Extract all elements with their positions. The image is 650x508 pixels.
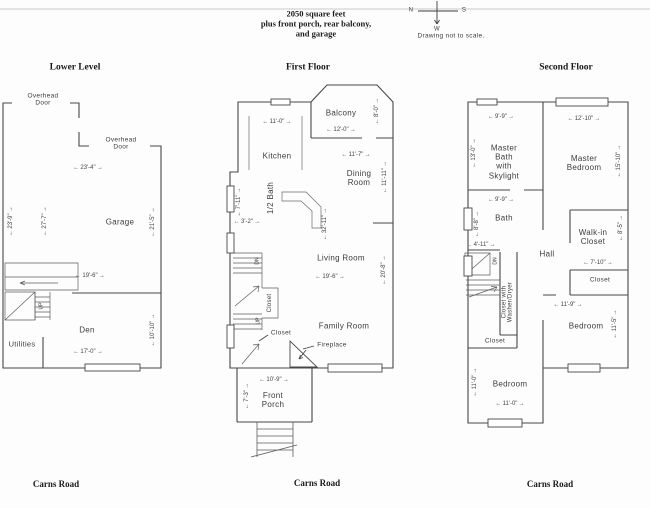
- window-symbol: [226, 232, 235, 254]
- window-symbol: [567, 363, 601, 373]
- first-floor-walls: [229, 84, 394, 423]
- dim-11-0-vert: 11'-0": [472, 367, 478, 396]
- dim-10-9: 10'-9": [259, 377, 289, 383]
- porch-steps: [250, 422, 298, 458]
- carns-road-label-second: Carns Road: [526, 478, 574, 489]
- utilities-label: Utilities: [8, 339, 36, 349]
- front-porch-label: Front Porch: [261, 390, 285, 409]
- dim-32-11: 32'-11": [322, 208, 328, 241]
- lower-level-walls: [2, 102, 162, 369]
- dim-3-2: 3'-2": [234, 219, 260, 225]
- dim-4-11: 4'-11": [466, 242, 495, 248]
- dim-7-11: 7'-11": [236, 187, 242, 216]
- half-bath-label: 1/2 Bath: [265, 181, 275, 215]
- closet-under-label: Closet: [270, 329, 292, 337]
- dn-label-second: DN: [492, 257, 499, 265]
- dim-11-0-kitchen: 11'-0": [262, 119, 291, 125]
- dim-11-7: 11'-7": [341, 152, 370, 158]
- up-label-lower: UP: [38, 302, 45, 310]
- second-floor-stairs: [464, 252, 500, 298]
- window-symbol: [555, 97, 609, 107]
- bedroom-left-label: Bedroom: [492, 379, 528, 389]
- compass-icon: [418, 1, 458, 25]
- lower-level-title: Lower Level: [49, 62, 101, 73]
- window-symbol: [476, 98, 498, 106]
- compass-north-label: N: [408, 7, 414, 14]
- dim-11-0-horiz: 11'-0": [495, 401, 524, 407]
- dim-12-10: 12'-10": [567, 116, 600, 122]
- dim-10-10: 10'-10": [150, 313, 156, 346]
- garage-label: Garage: [105, 217, 135, 227]
- dim-19-6-lower: 19'-6": [75, 273, 105, 279]
- walk-in-closet-label: Walk-in Closet: [578, 227, 608, 246]
- kitchen-label: Kitchen: [262, 151, 292, 161]
- dim-8-0: 8'-0": [374, 98, 380, 124]
- scale-note: Drawing not to scale.: [417, 32, 485, 40]
- kitchen-counter-lines: [248, 116, 322, 229]
- dim-11-9: 11'-9": [553, 302, 582, 308]
- fireplace-triangle: [258, 334, 319, 368]
- second-floor-walls: [467, 101, 629, 424]
- dim-12-0: 12'-0": [326, 127, 356, 133]
- window-symbol: [487, 418, 523, 428]
- dim-8-8: 8'-8": [474, 211, 480, 237]
- master-bath-label: Master Bath with Skylight: [488, 143, 520, 181]
- overhead-door-label-1: Overhead Door: [27, 92, 59, 107]
- dim-11-11: 11'-11": [382, 161, 388, 193]
- dining-room-label: Dining Room: [346, 168, 372, 187]
- window-symbol: [463, 207, 473, 231]
- dim-8-5: 8'-5": [618, 215, 624, 241]
- fireplace-label: Fireplace: [317, 341, 347, 349]
- master-bedroom-label: Master Bedroom: [566, 153, 602, 172]
- window-symbol: [270, 98, 291, 106]
- closet-wic-label: Closet: [589, 276, 611, 284]
- page-title: 2050 square feet plus front porch, rear …: [260, 8, 372, 40]
- dim-13-0: 13'-0": [471, 138, 477, 168]
- window-symbol: [226, 185, 235, 213]
- bedroom-right-label: Bedroom: [568, 321, 604, 331]
- dn-label-first: DN: [254, 257, 261, 265]
- first-floor-windows: [226, 98, 383, 373]
- dim-17-0: 17'-0": [73, 349, 103, 355]
- dim-23-4: 23'-4": [73, 165, 103, 171]
- dim-7-10: 7'-10": [583, 260, 613, 266]
- living-room-label: Living Room: [317, 253, 365, 263]
- dim-11-5: 11'-5": [612, 309, 618, 338]
- dim-20-8: 20'-8": [381, 255, 387, 285]
- dim-19-6-first: 19'-6": [315, 274, 345, 280]
- closet-left-label: Closet: [484, 337, 506, 345]
- window-symbol: [327, 363, 383, 373]
- window-symbol: [226, 324, 235, 349]
- carns-road-label-first: Carns Road: [293, 477, 341, 488]
- window-symbol: [84, 363, 141, 372]
- dim-21-5: 21'-5": [150, 207, 156, 237]
- first-floor-title: First Floor: [285, 62, 331, 73]
- closet-stair-label: Closet: [266, 293, 273, 313]
- balcony-label: Balcony: [325, 108, 357, 118]
- compass-south-label: S: [461, 7, 467, 14]
- dim-27-7: 27'-7": [42, 206, 48, 236]
- dim-7-3: 7'-3": [244, 383, 250, 409]
- overhead-door-label-2: Overhead Door: [105, 136, 137, 151]
- window-symbol: [463, 255, 473, 277]
- closet-washer-dryer-label: Closet with Washer/Dryer: [501, 281, 514, 323]
- carns-road-label-lower: Carns Road: [32, 478, 80, 489]
- bath-label: Bath: [495, 213, 513, 223]
- up-label-first: UP: [255, 317, 262, 325]
- second-floor-title: Second Floor: [539, 62, 593, 73]
- hall-label: Hall: [539, 249, 555, 259]
- dim-15-10: 15'-10": [616, 144, 622, 177]
- second-floor-windows: [463, 97, 609, 428]
- dim-9-9-bath: 9'-9": [488, 197, 514, 203]
- lower-level-stairs: [4, 262, 79, 321]
- compass-west-label: W: [434, 26, 440, 33]
- dim-23-9: 23'-9": [8, 206, 14, 236]
- family-room-label: Family Room: [318, 321, 370, 331]
- first-floor-stairs: [233, 252, 279, 365]
- dim-9-9-top: 9'-9": [488, 114, 514, 120]
- den-label: Den: [79, 325, 95, 335]
